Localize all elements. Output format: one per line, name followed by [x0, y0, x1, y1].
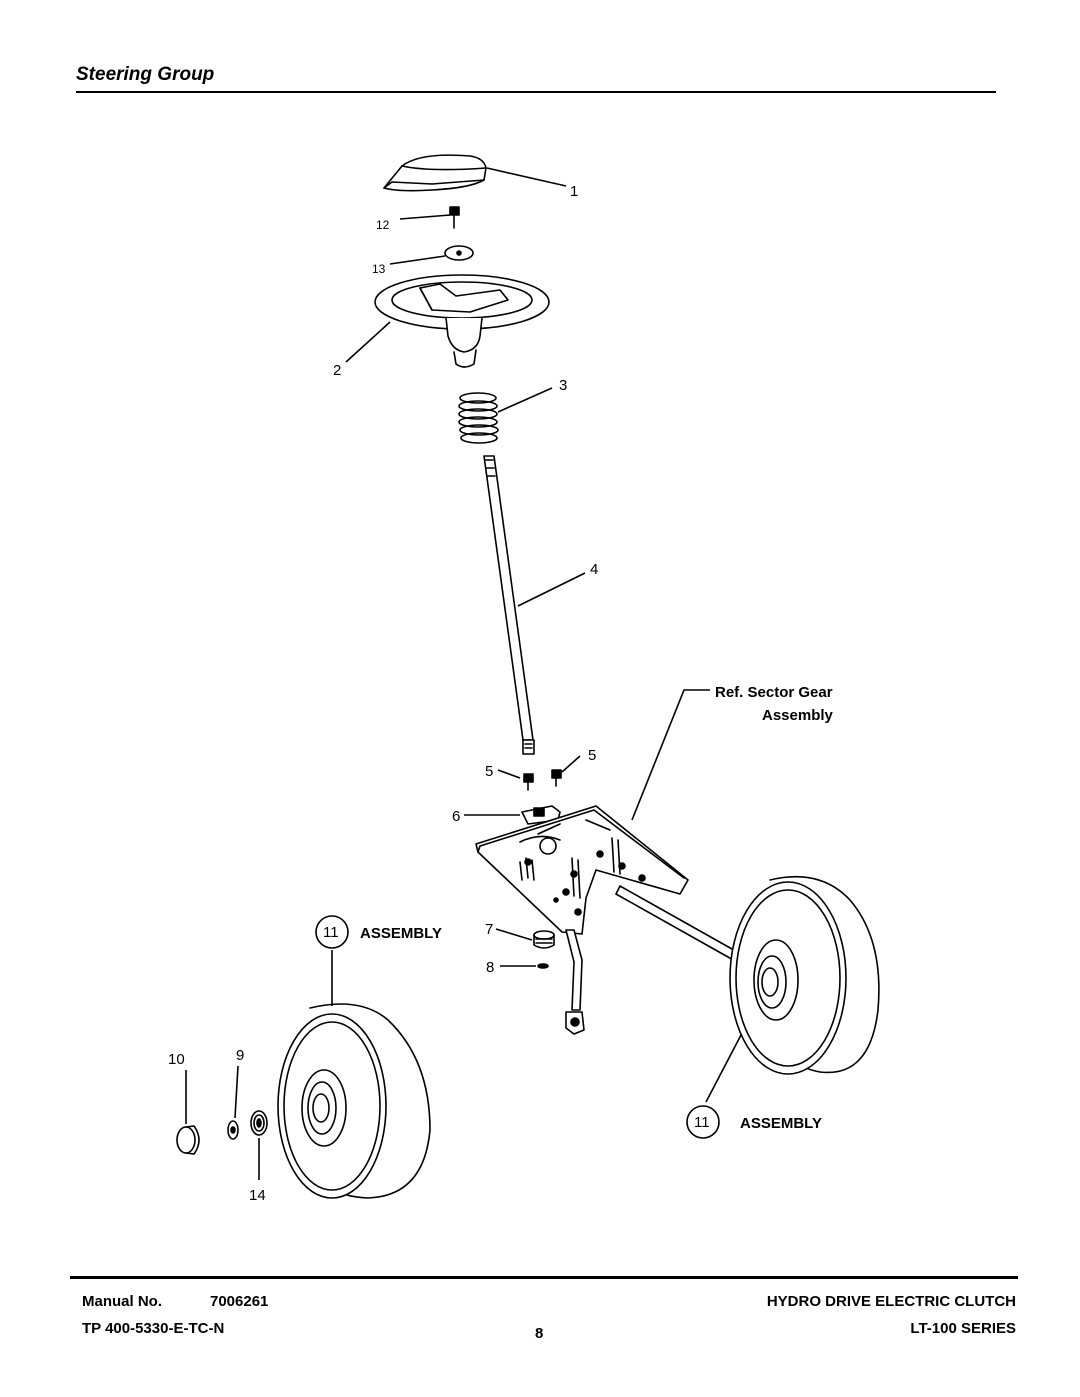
- callout-12: 12: [376, 218, 390, 232]
- hub-cap-part: [176, 1125, 200, 1155]
- tp-number: TP 400-5330-E-TC-N: [82, 1320, 225, 1337]
- screw-part: [449, 206, 460, 229]
- steering-spindle-part: [565, 929, 585, 1035]
- callout-1: 1: [570, 183, 578, 200]
- callout-2: 2: [333, 362, 341, 379]
- manual-label: Manual No.: [82, 1293, 163, 1310]
- title-divider: [76, 91, 996, 93]
- washer-part-9: [227, 1120, 239, 1140]
- product-name: HYDRO DRIVE ELECTRIC CLUTCH: [766, 1293, 1016, 1310]
- series-name: LT-100 SERIES: [910, 1320, 1016, 1337]
- footer-divider: [70, 1276, 1018, 1279]
- spring-part: [458, 392, 499, 444]
- washer-part-13: [444, 245, 474, 261]
- leader-lines: [185, 167, 742, 1180]
- ref-sector-gear-label-line1: Ref. Sector Gear: [715, 684, 833, 701]
- callout-6: 6: [452, 808, 460, 825]
- callout-4: 4: [590, 561, 598, 578]
- retainer-part: [250, 1110, 268, 1136]
- callout-8: 8: [486, 959, 494, 976]
- assembly-callout-right: 11 ASSEMBLY: [686, 1105, 822, 1139]
- steering-group-diagram: 1 12 13 2 3 4 5 5 6 7 8 10 9 14 Ref. Sec…: [168, 154, 880, 1204]
- callout-9: 9: [236, 1047, 244, 1064]
- steering-wheel-cap-part: [383, 154, 487, 192]
- manual-number: 7006261: [210, 1293, 269, 1310]
- bushing-part: [533, 930, 555, 949]
- callout-5-left: 5: [485, 763, 493, 780]
- callout-11-left: 11: [323, 924, 339, 941]
- bolt-part-5-right: [551, 769, 562, 787]
- pin-part: [537, 963, 549, 969]
- page-title: Steering Group: [76, 64, 215, 85]
- callout-14: 14: [249, 1187, 266, 1204]
- right-wheel-assembly: [729, 875, 880, 1075]
- bracket-part: [521, 805, 561, 825]
- callout-5-right: 5: [588, 747, 596, 764]
- steering-shaft-part: [483, 455, 535, 755]
- callout-3: 3: [559, 377, 567, 394]
- assembly-label-right: ASSEMBLY: [740, 1115, 822, 1132]
- assembly-callout-left: 11 ASSEMBLY: [315, 915, 442, 949]
- assembly-label-left: ASSEMBLY: [360, 925, 442, 942]
- callout-13: 13: [372, 262, 386, 276]
- bolt-part-5-left: [523, 773, 534, 791]
- ref-sector-gear-label-line2: Assembly: [762, 707, 834, 724]
- callout-7: 7: [485, 921, 493, 938]
- callout-11-right: 11: [694, 1114, 710, 1131]
- steering-wheel-part: [374, 274, 550, 368]
- callout-10: 10: [168, 1051, 185, 1068]
- left-wheel-assembly: [277, 1003, 431, 1199]
- sector-gear-plate: [475, 805, 689, 935]
- page-number: 8: [535, 1325, 544, 1342]
